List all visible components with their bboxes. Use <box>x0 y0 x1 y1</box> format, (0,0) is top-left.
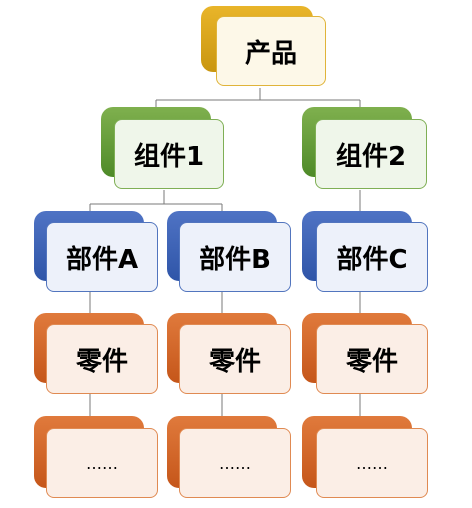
connector-assembly1-to-parts <box>89 190 223 213</box>
node-subassembly-b-label: 部件B <box>179 222 291 292</box>
node-assembly-2-label: 组件2 <box>315 119 427 189</box>
node-subassembly-a-label: 部件A <box>46 222 158 292</box>
node-subassembly-c-label: 部件C <box>316 222 428 292</box>
node-product-label: 产品 <box>216 16 326 86</box>
node-more-1-label: …… <box>46 428 158 498</box>
node-more-3-label: …… <box>316 428 428 498</box>
node-part-1-label: 零件 <box>46 324 158 394</box>
connector-parts-to-more <box>89 393 361 417</box>
node-part-3-label: 零件 <box>316 324 428 394</box>
node-assembly-1-label: 组件1 <box>114 119 224 189</box>
node-more-2-label: …… <box>179 428 291 498</box>
connector-subassemblies-to-parts <box>89 292 361 315</box>
connector-root-to-assemblies <box>155 88 361 111</box>
node-part-2-label: 零件 <box>179 324 291 394</box>
